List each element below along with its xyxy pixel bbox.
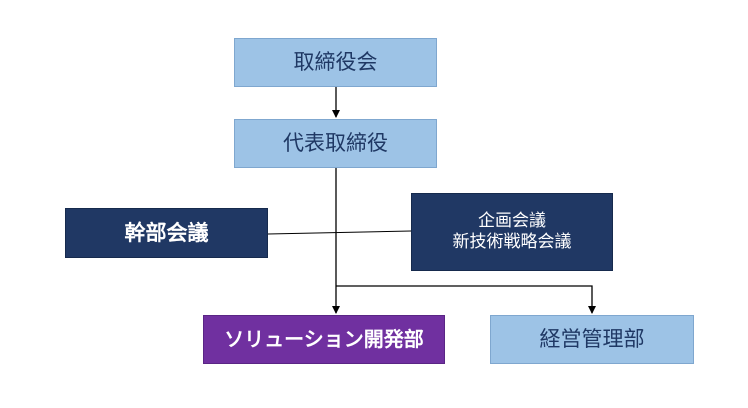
- solution-development-label: ソリューション開発部: [224, 327, 424, 351]
- management-department-label: 経営管理部: [539, 327, 645, 352]
- executive-meeting-label: 幹部会議: [124, 220, 209, 245]
- branch-to-management-arrow: [336, 285, 596, 314]
- tech-strategy-meeting-label: 新技術戦略会議: [452, 232, 572, 252]
- exec-to-meeting-line: [267, 230, 412, 235]
- management-department-box: 経営管理部: [490, 315, 694, 364]
- ceo-label: 代表取締役: [283, 131, 388, 156]
- solution-development-box: ソリューション開発部: [203, 315, 445, 364]
- ceo-box: 代表取締役: [234, 119, 437, 168]
- board-label: 取締役会: [293, 50, 378, 75]
- executive-meeting-box: 幹部会議: [65, 208, 268, 258]
- meetings-box: 企画会議 新技術戦略会議: [411, 193, 613, 271]
- board-of-directors-box: 取締役会: [234, 38, 437, 87]
- planning-meeting-label: 企画会議: [478, 210, 546, 231]
